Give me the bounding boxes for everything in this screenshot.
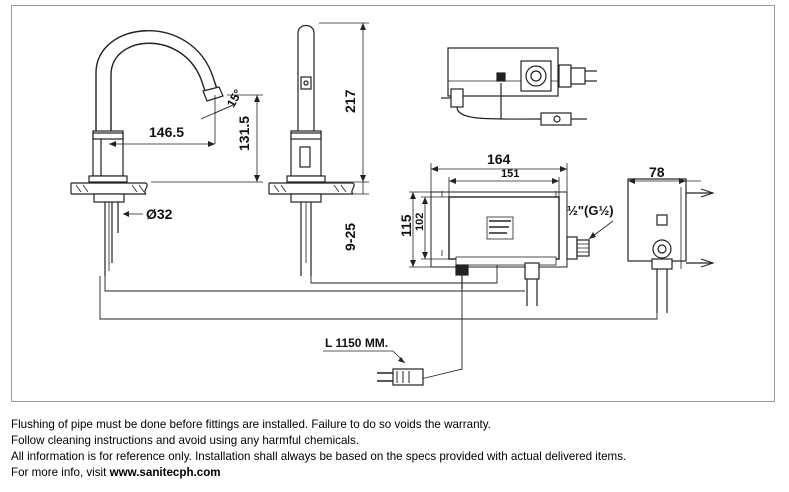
website-link[interactable]: www.sanitecph.com	[109, 466, 221, 479]
dim-spout-angle: 15°	[224, 87, 245, 110]
note-cleaning: Follow cleaning instructions and avoid u…	[11, 434, 359, 447]
technical-drawing: 146.5 15° 131.5 217 Ø32 9-25 164 151 115…	[70, 22, 715, 386]
dim-box-inner-height: 102	[414, 213, 426, 231]
notes-block: Flushing of pipe must be done before fit…	[11, 417, 781, 481]
control-box-side-view	[627, 178, 715, 313]
note-reference: All information is for reference only. I…	[11, 450, 627, 463]
dim-box-outer-height: 115	[398, 214, 414, 237]
connection-lines	[99, 265, 658, 380]
dim-cable-length: L 1150 MM.	[325, 336, 388, 350]
note-more-info-prefix: For more info, visit	[11, 466, 110, 479]
power-plug	[323, 350, 424, 386]
note-more-info: For more info, visit www.sanitecph.com	[11, 465, 781, 481]
control-box-top-view	[441, 47, 597, 126]
dim-box-depth: 78	[649, 164, 665, 180]
dim-box-outer-width: 164	[487, 151, 511, 167]
faucet-front-view	[268, 22, 369, 276]
dim-total-height: 217	[342, 89, 358, 113]
dim-thread-size: ½"(G½)	[567, 203, 614, 218]
dim-hole-diameter: Ø32	[146, 206, 173, 222]
note-flushing: Flushing of pipe must be done before fit…	[11, 418, 491, 431]
dim-spout-height: 131.5	[236, 116, 252, 151]
faucet-side-view	[70, 30, 263, 276]
dim-deck-thickness: 9-25	[342, 223, 358, 251]
drawing-frame: 146.5 15° 131.5 217 Ø32 9-25 164 151 115…	[11, 5, 775, 402]
dim-spout-reach: 146.5	[149, 124, 184, 140]
control-box-front-view	[409, 163, 614, 306]
dim-box-inner-width: 151	[501, 168, 519, 180]
